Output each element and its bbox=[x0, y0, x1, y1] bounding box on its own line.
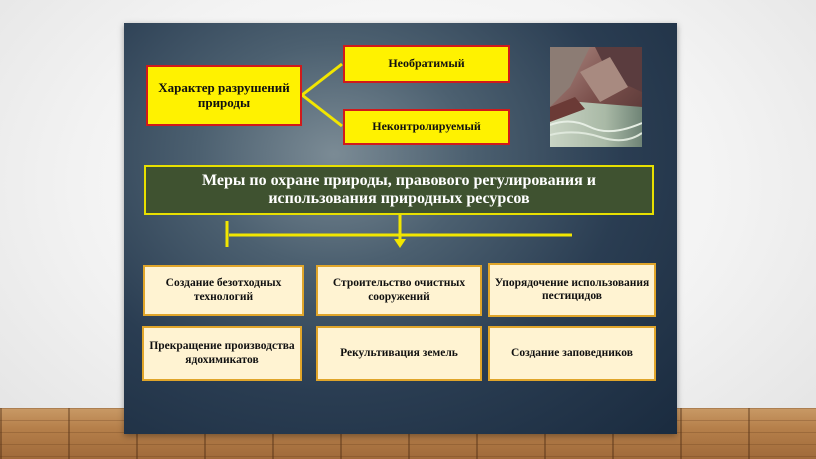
cause-label: Характер разрушений природы bbox=[158, 79, 290, 110]
type-uncontrolled: Неконтролируемый bbox=[343, 109, 510, 145]
type-irreversible: Необратимый bbox=[343, 45, 510, 83]
measure-label: Рекультивация земель bbox=[340, 346, 458, 359]
measure-item-reserves: Создание заповедников bbox=[488, 326, 656, 381]
measure-item-pesticides: Упорядочение использования пестицидов bbox=[488, 263, 656, 317]
measure-label: Упорядочение использования пестицидов bbox=[494, 276, 650, 302]
type-uncontrolled-label: Неконтролируемый bbox=[372, 119, 481, 134]
measure-label: Прекращение производства ядохимикатов bbox=[149, 340, 295, 366]
connector-lines bbox=[225, 62, 572, 248]
river-photo bbox=[550, 47, 642, 147]
measures-title: Меры по охране природы, правового регули… bbox=[144, 165, 654, 215]
connector-irreversible bbox=[301, 62, 343, 97]
arrowhead bbox=[394, 239, 406, 248]
type-irreversible-label: Необратимый bbox=[388, 56, 465, 71]
cause-box: Характер разрушений природы bbox=[146, 65, 302, 126]
slide: Характер разрушений природы Необратимый … bbox=[124, 23, 677, 434]
measure-item-stop-toxic: Прекращение производства ядохимикатов bbox=[142, 326, 302, 381]
measure-item-treatment-plants: Строительство очистных сооружений bbox=[316, 265, 482, 316]
measure-item-recultivation: Рекультивация земель bbox=[316, 326, 482, 381]
measure-label: Создание безотходных технологий bbox=[165, 277, 282, 303]
connector-uncontrolled bbox=[301, 93, 343, 128]
measures-title-label: Меры по охране природы, правового регули… bbox=[202, 171, 596, 207]
measure-item-waste-free: Создание безотходных технологий bbox=[143, 265, 304, 316]
measure-label: Создание заповедников bbox=[511, 346, 633, 359]
measure-label: Строительство очистных сооружений bbox=[332, 277, 466, 303]
